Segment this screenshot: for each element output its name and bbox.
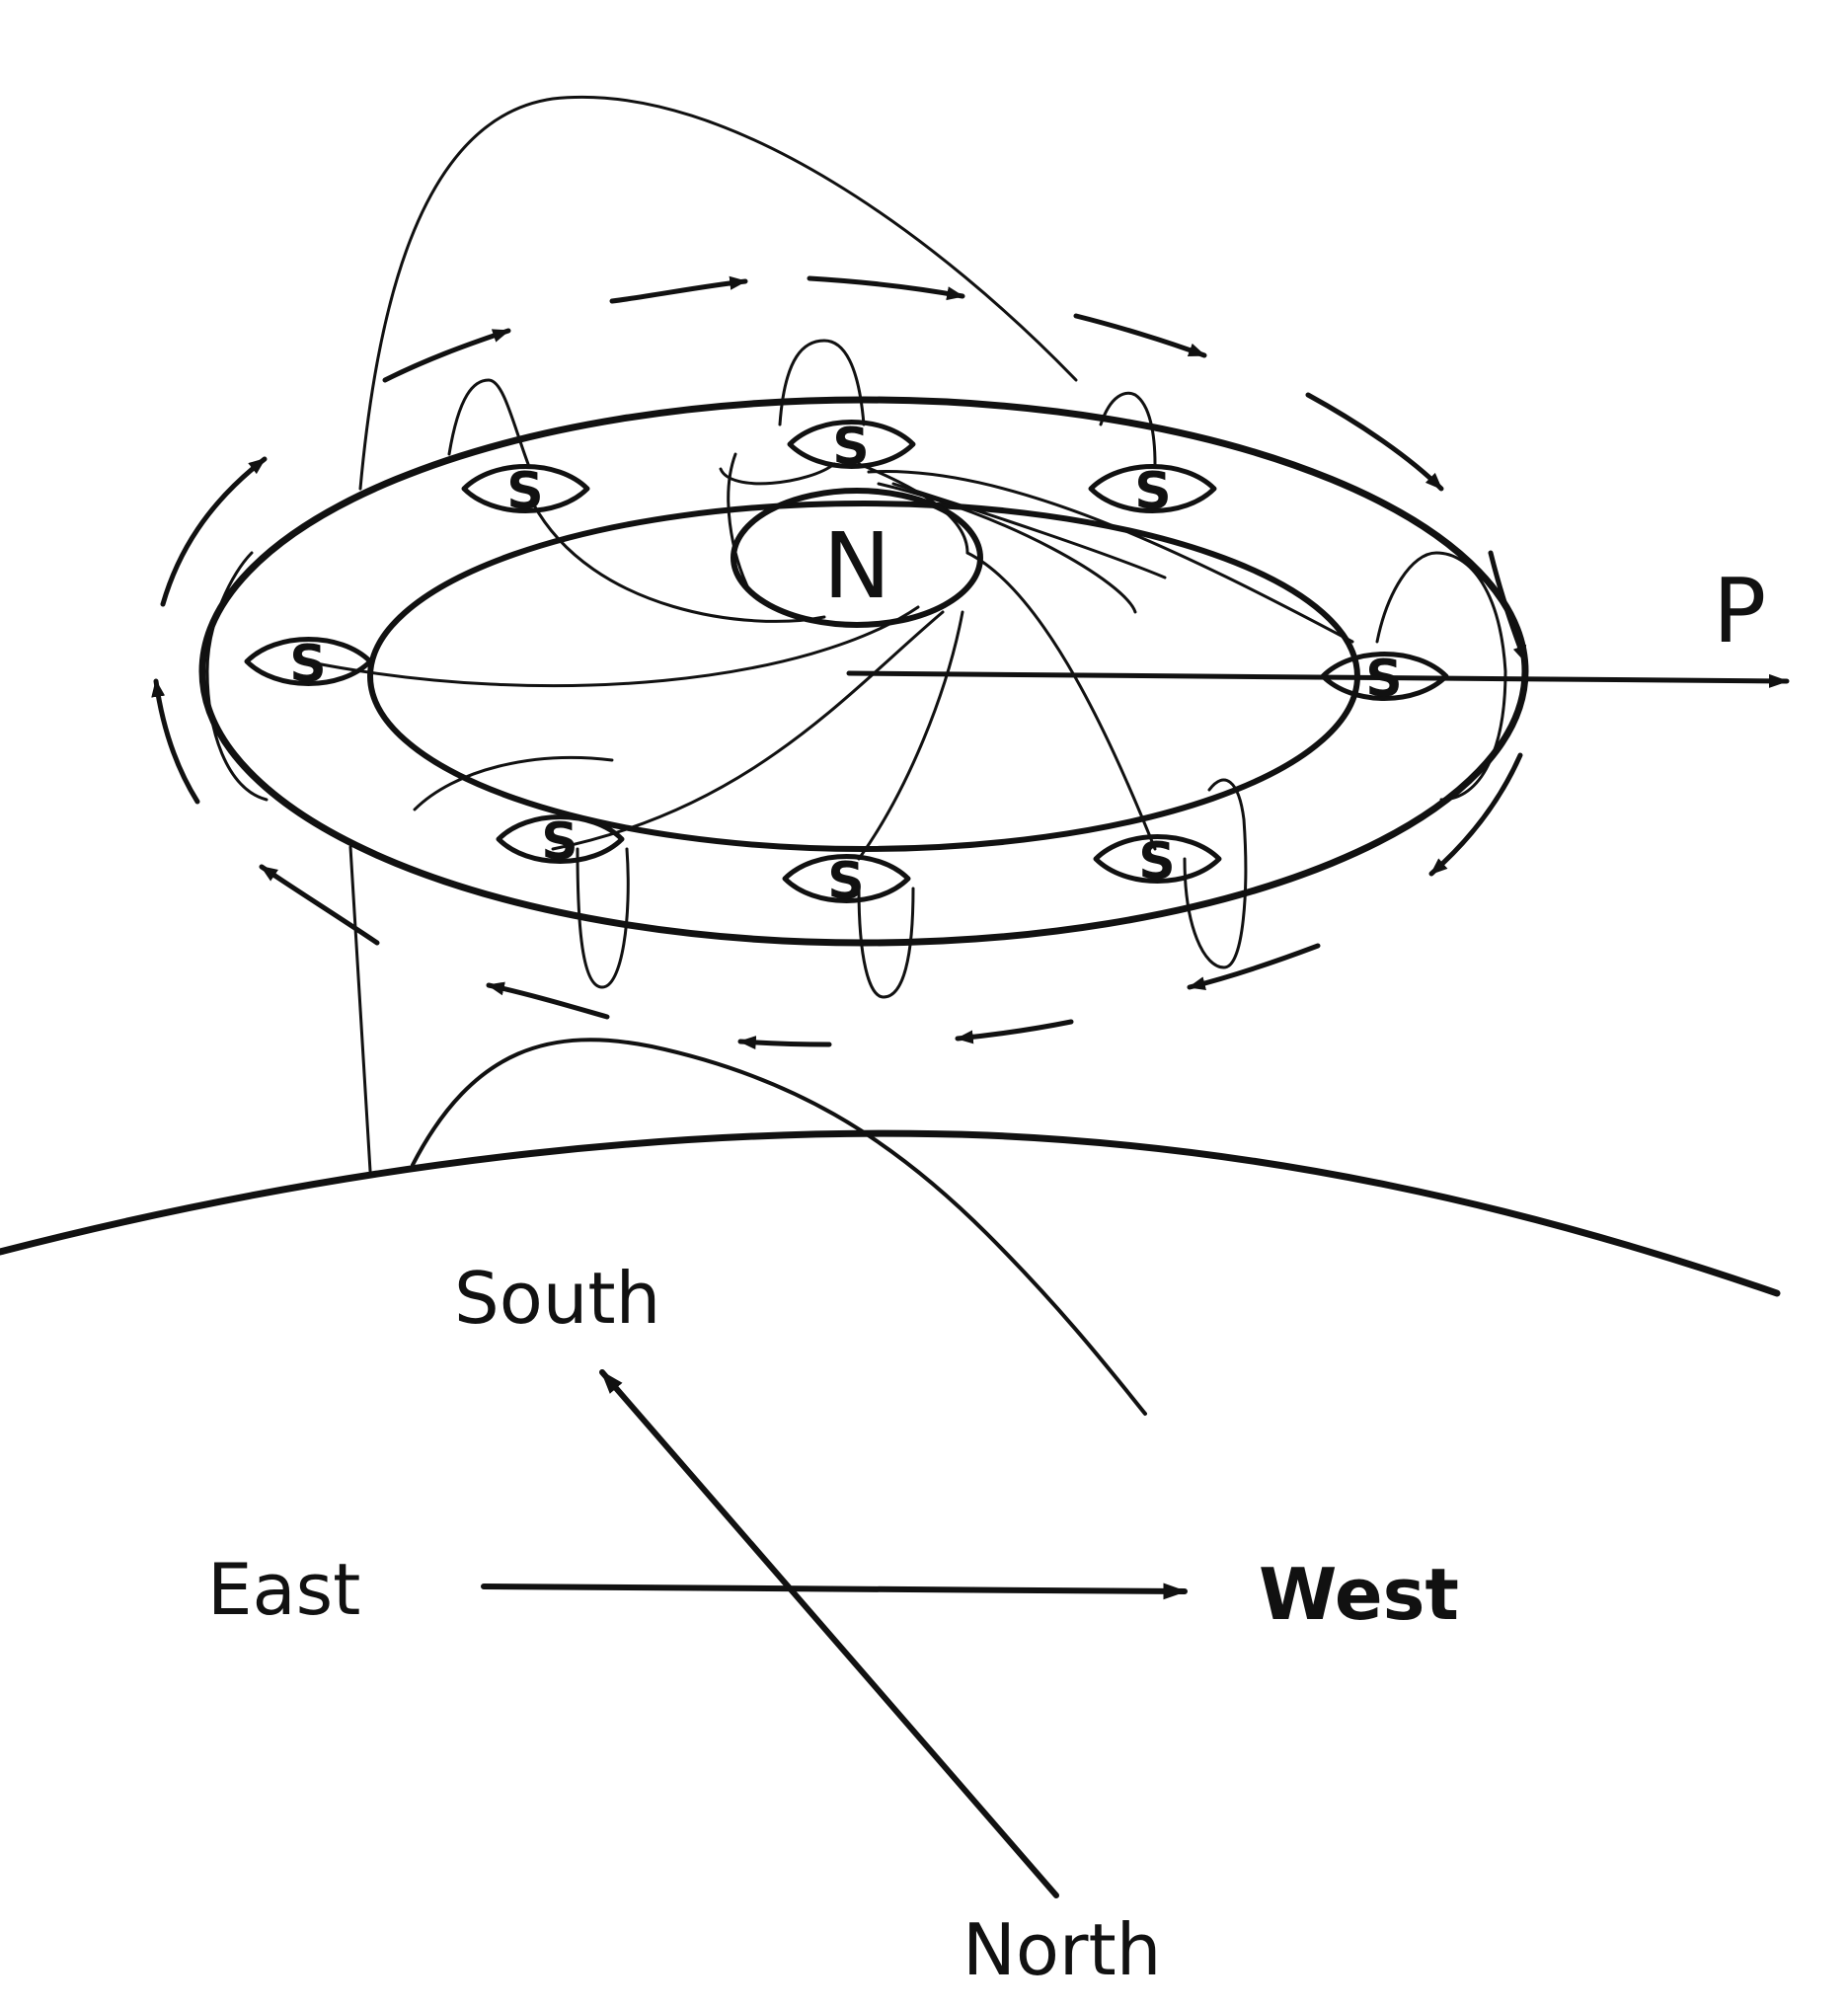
s-spot-bottom: S: [782, 852, 915, 999]
p-axis-label: P: [1713, 560, 1766, 663]
east-label: East: [207, 1548, 360, 1631]
west-label: West: [1259, 1553, 1459, 1636]
circulation-flow-arrows: [151, 275, 1528, 1050]
s-spot-label: S: [1365, 650, 1402, 709]
s-spot-label: S: [827, 852, 864, 911]
s-spot-top: S: [778, 339, 916, 477]
s-spot-label: S: [1138, 832, 1175, 891]
east-west-arrow: [481, 1583, 1188, 1600]
upper-arch-field-line: [358, 96, 1078, 491]
s-spot-left: S: [205, 551, 373, 802]
radial-field-lines: [304, 452, 1354, 861]
s-spot-lower-left: S: [496, 812, 630, 989]
s-spot-lower-right: S: [1093, 778, 1248, 969]
s-spot-right: S: [1320, 551, 1507, 802]
s-spot-upper-left: S: [447, 378, 590, 521]
north-label: North: [962, 1908, 1161, 1991]
lower-arch-field-line: [411, 1038, 1147, 1416]
north-spot-label: N: [823, 513, 891, 619]
s-spot-upper-right: S: [1088, 391, 1217, 521]
left-vertical-field-line: [348, 845, 372, 1173]
s-spot-label: S: [541, 812, 578, 872]
s-spot-label: S: [506, 462, 543, 521]
north-central-spot: [731, 488, 983, 628]
north-south-arrow: [599, 1369, 1059, 1898]
s-spot-label: S: [289, 635, 326, 694]
south-label: South: [454, 1257, 660, 1340]
outer-ring-ellipse: [198, 396, 1529, 947]
s-spot-label: S: [832, 418, 869, 477]
s-spot-label: S: [1134, 462, 1171, 521]
planet-surface-arc: [0, 1129, 1781, 1297]
p-axis-line: [846, 670, 1790, 688]
